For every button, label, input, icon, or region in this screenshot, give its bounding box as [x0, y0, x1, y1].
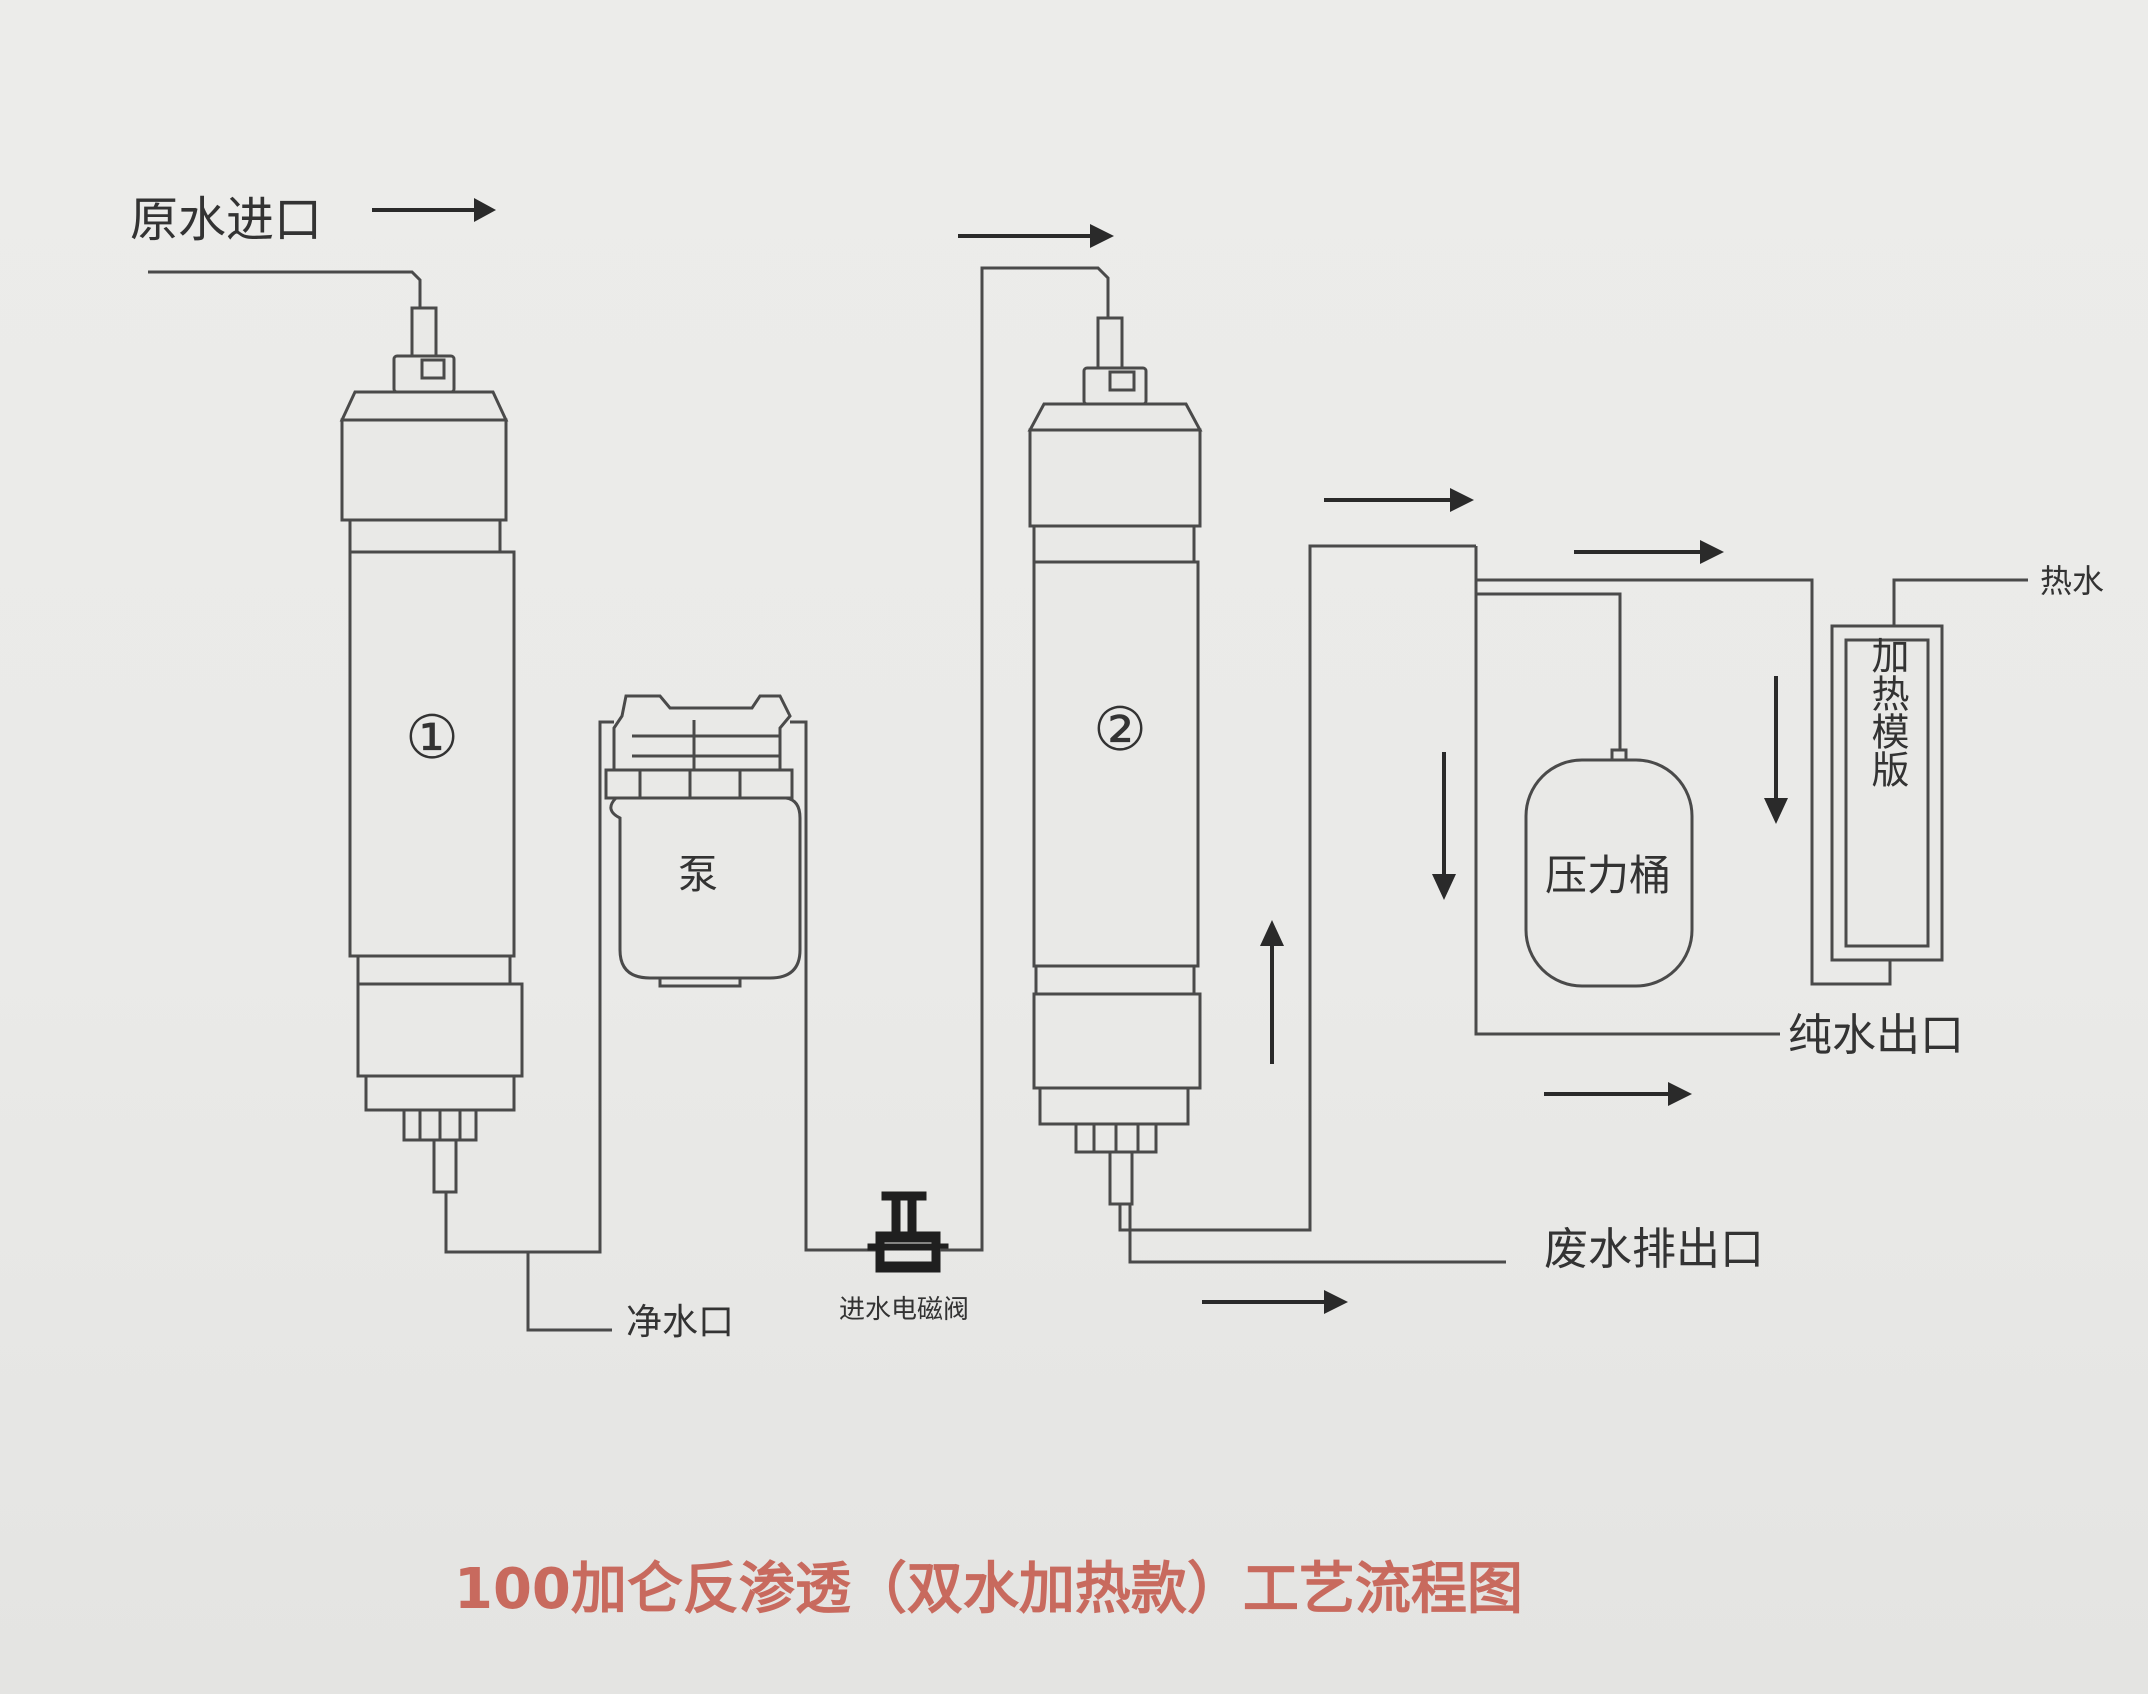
inlet-solenoid-valve [867, 1191, 949, 1273]
waste-water-outlet-label: 废水排出口 [1544, 1224, 1764, 1275]
flow-arrow-down-left [1432, 752, 1456, 900]
filter-1-number: ① [405, 703, 459, 773]
pipe-to-heating-module [1476, 578, 1892, 986]
flow-arrow-up [1260, 920, 1284, 1064]
flow-arrow-to-tank-branch [1574, 540, 1724, 564]
heating-module-label: 加热模版 [1865, 636, 1909, 788]
pipe-hot-water [1892, 578, 2028, 626]
diagram-title: 100加仑反渗透（双水加热款）工艺流程图 [454, 1557, 1523, 1622]
filter-cartridge-2 [1027, 316, 1203, 1206]
flow-arrow-raw-inlet [372, 198, 496, 222]
heating-module [1830, 624, 1944, 962]
pipe-filter1-to-pump [444, 720, 614, 1254]
pipe-to-pressure-tank [1476, 592, 1622, 750]
filter-2-number: ② [1093, 695, 1147, 765]
inlet-solenoid-label: 进水电磁阀 [839, 1295, 969, 1325]
filter-cartridge-1 [339, 306, 524, 1194]
pipe-filter2-waste-out [1128, 1204, 1506, 1264]
flow-arrow-to-filter2 [958, 224, 1114, 248]
pressure-tank [1524, 748, 1694, 988]
raw-inlet-pipe [148, 270, 422, 310]
pump [604, 694, 802, 988]
pipe-pump-to-solenoid [790, 720, 876, 1252]
pipe-solenoid-to-filter2 [940, 266, 1110, 1252]
pipe-pure-water-main [1474, 546, 1780, 1036]
pure-water-outlet-label: 纯水出口 [1788, 1010, 1964, 1061]
clean-water-port-label: 净水口 [626, 1302, 734, 1343]
flow-arrow-down-right [1764, 676, 1788, 824]
pressure-tank-label: 压力桶 [1545, 851, 1671, 900]
raw-inlet-label: 原水进口 [130, 192, 322, 248]
pipe-clean-water-port [526, 1252, 612, 1332]
pipe-filter2-pure-out [1118, 544, 1476, 1232]
flow-arrow-pure-top [1324, 488, 1474, 512]
hot-water-label: 热水 [2040, 562, 2104, 600]
pump-label: 泵 [678, 852, 718, 898]
flow-arrow-pure-bottom [1544, 1082, 1692, 1106]
flow-arrow-waste [1202, 1290, 1348, 1314]
